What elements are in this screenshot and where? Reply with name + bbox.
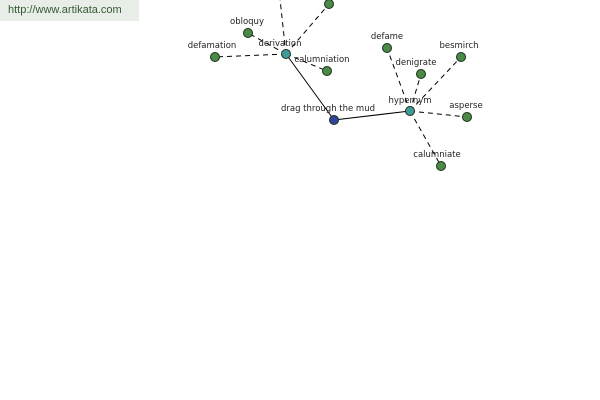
edge-hypernym-to-calumniate — [409, 110, 442, 167]
label-derivation[interactable]: derivation — [258, 39, 301, 49]
label-defamation[interactable]: defamation — [188, 41, 237, 51]
label-besmirch[interactable]: besmirch — [439, 41, 478, 51]
node-defamation[interactable] — [210, 52, 220, 62]
node-hypernym[interactable] — [405, 106, 415, 116]
label-obloquy[interactable]: obloquy — [230, 17, 264, 27]
edge-hypernym-to-asperse — [409, 110, 468, 118]
node-obloquy[interactable] — [243, 28, 253, 38]
edge-center-to-hypernym — [333, 110, 411, 121]
node-besmirch[interactable] — [456, 52, 466, 62]
node-center[interactable] — [329, 115, 339, 125]
node-asperse[interactable] — [462, 112, 472, 122]
edge-hypernym-to-defame — [386, 47, 411, 112]
graph-nodes — [210, 0, 472, 171]
node-derivation[interactable] — [281, 49, 291, 59]
graph-edges — [214, 0, 468, 167]
edge-derivation-to-top-right — [285, 3, 330, 55]
edge-derivation-to-offscreen-top — [279, 0, 287, 55]
label-asperse[interactable]: asperse — [449, 101, 482, 111]
node-calumniation[interactable] — [322, 66, 332, 76]
label-denigrate[interactable]: denigrate — [395, 58, 436, 68]
edge-derivation-to-calumniation — [285, 53, 328, 72]
edge-hypernym-to-besmirch — [409, 56, 462, 112]
label-hypernym[interactable]: hypernym — [388, 96, 431, 106]
node-denigrate[interactable] — [416, 69, 426, 79]
label-calumniation[interactable]: calumniation — [294, 55, 349, 65]
graph-labels: drag through the mud derivation hypernym ob… — [188, 17, 483, 160]
source-url-banner[interactable]: http://www.artikata.com — [0, 0, 139, 21]
edge-derivation-to-defamation — [214, 53, 287, 58]
edge-hypernym-to-denigrate — [409, 73, 422, 112]
node-calumniate[interactable] — [436, 161, 446, 171]
label-defame[interactable]: defame — [371, 32, 403, 42]
edge-derivation-to-obloquy — [247, 32, 287, 55]
label-calumniate[interactable]: calumniate — [413, 150, 460, 160]
node-top-right[interactable] — [324, 0, 334, 9]
label-center[interactable]: drag through the mud — [281, 104, 375, 114]
node-defame[interactable] — [382, 43, 392, 53]
edge-center-to-derivation — [285, 53, 335, 121]
